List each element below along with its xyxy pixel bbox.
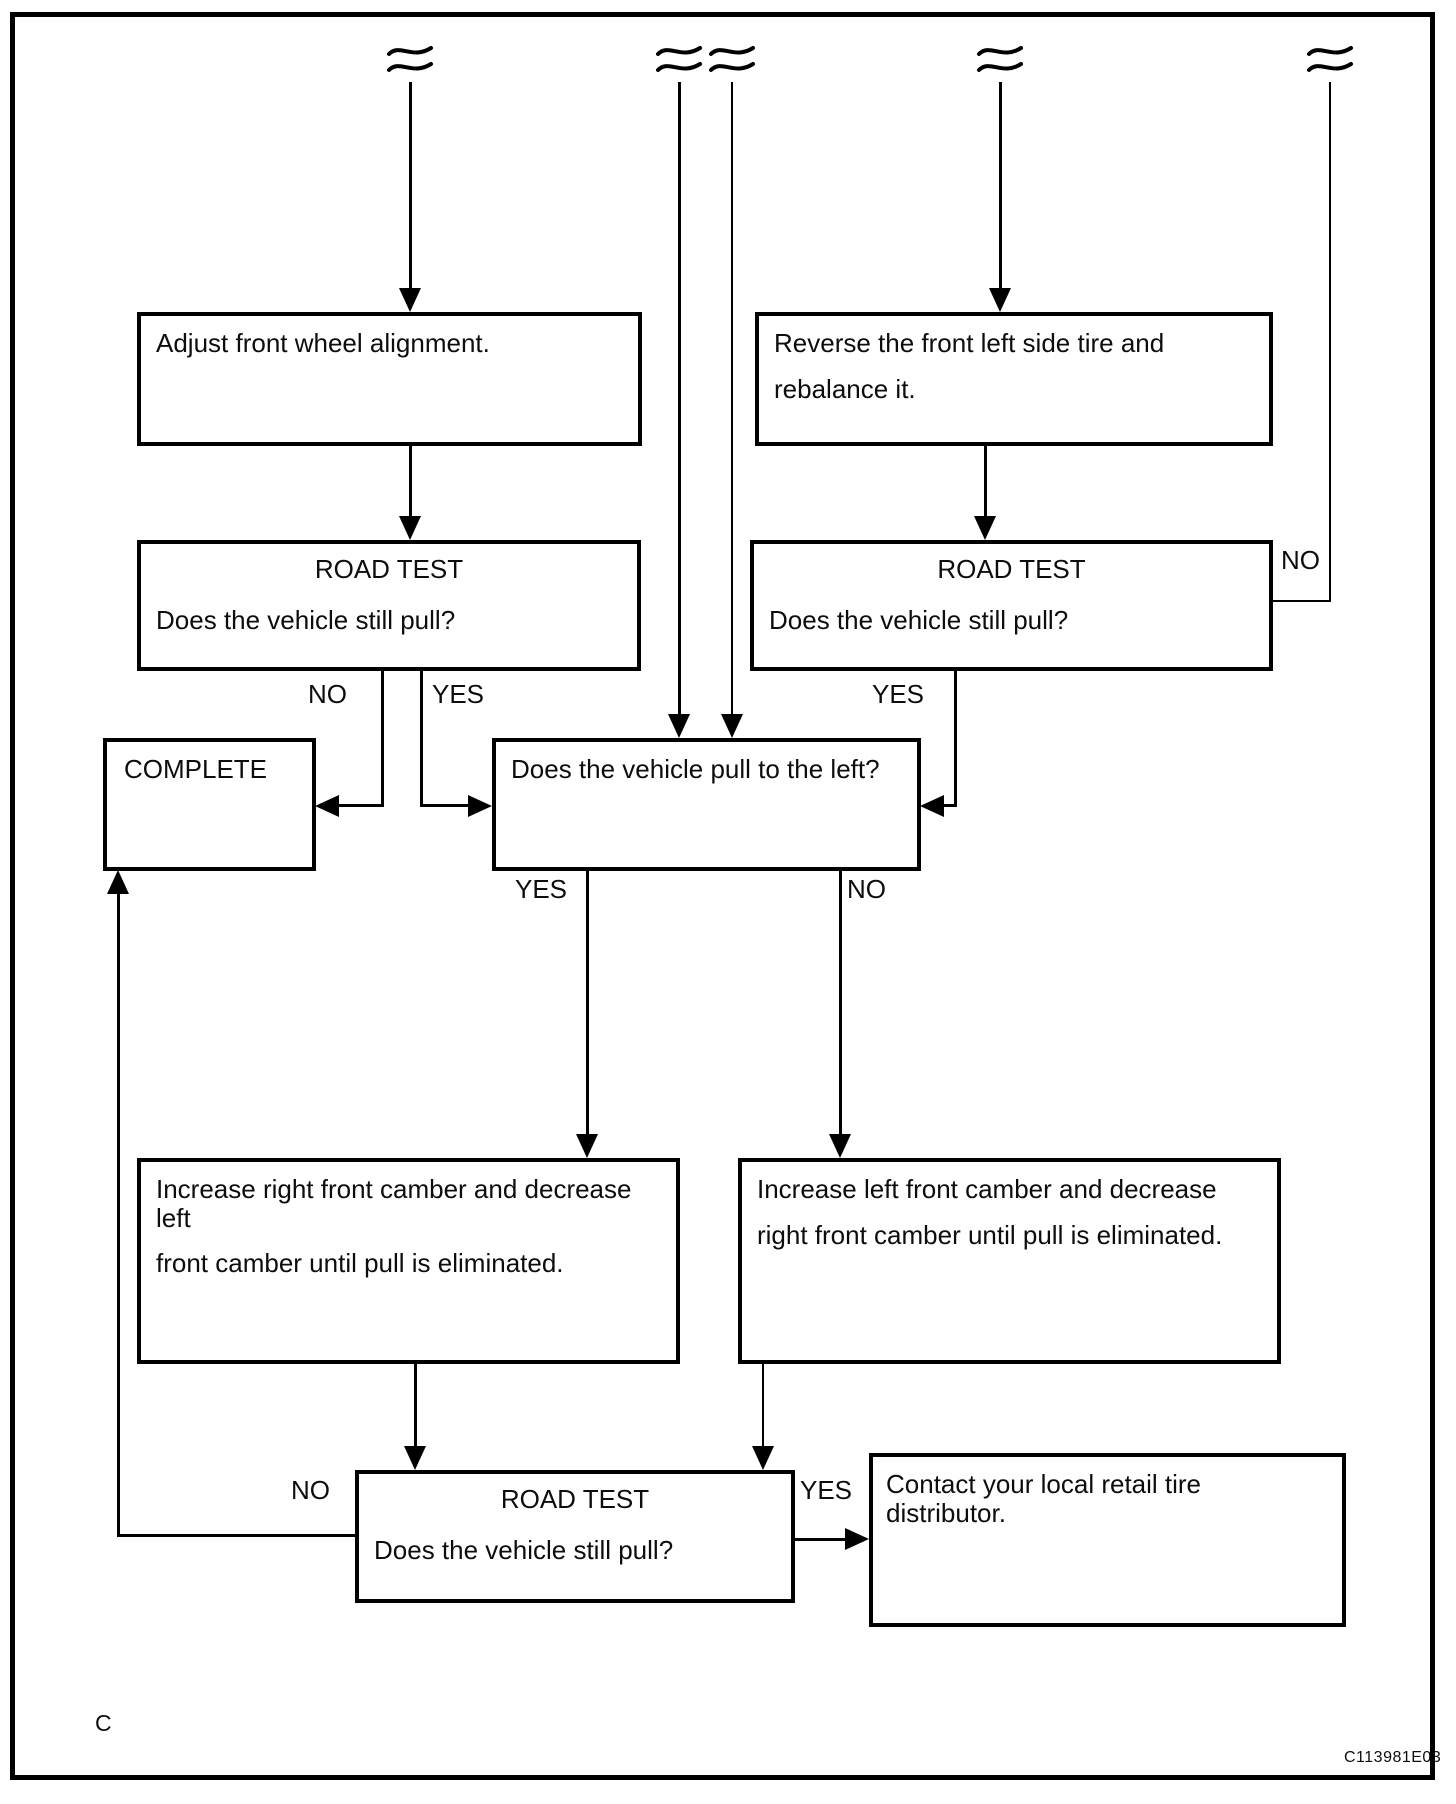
arrow-down-icon xyxy=(829,1134,851,1158)
edge-rtright-no xyxy=(1272,600,1331,602)
node-text: Increase right front camber and decrease… xyxy=(156,1174,632,1233)
edge-label-yes: YES xyxy=(432,679,485,709)
edge-rtright-no xyxy=(1329,82,1331,602)
node-reverse-tire: Reverse the front left side tire and reb… xyxy=(755,312,1273,446)
page-break-icon xyxy=(709,46,755,72)
page-break-icon xyxy=(977,46,1023,72)
arrow-down-icon xyxy=(974,516,996,540)
node-text: Contact your local retail tire distribut… xyxy=(886,1469,1202,1528)
node-road-test-left: ROAD TEST Does the vehicle still pull? xyxy=(137,540,641,671)
edge-rtleft-yes xyxy=(421,804,468,807)
edge-rtleft-no xyxy=(339,804,383,807)
arrow-down-icon xyxy=(989,288,1011,312)
arrow-down-icon xyxy=(668,714,690,738)
edge-label-no: NO xyxy=(308,679,347,709)
edge-rtbottom-no xyxy=(117,892,120,1537)
edge-label-yes: YES xyxy=(800,1475,853,1505)
edge-rtright-yes xyxy=(944,804,957,807)
edge-break-to-adjust xyxy=(409,82,412,290)
node-text: right front camber until pull is elimina… xyxy=(757,1219,1223,1250)
edge-break-to-pull-left-1 xyxy=(678,82,681,716)
arrow-down-icon xyxy=(404,1446,426,1470)
node-contact-distributor: Contact your local retail tire distribut… xyxy=(869,1453,1346,1627)
node-text: COMPLETE xyxy=(124,754,268,784)
page-marker: C xyxy=(95,1710,112,1736)
arrow-down-icon xyxy=(721,714,743,738)
arrow-left-icon xyxy=(315,795,339,817)
edge-camberleft-out xyxy=(414,1363,417,1448)
node-complete: COMPLETE xyxy=(103,738,316,871)
edge-rtbottom-yes xyxy=(794,1538,845,1541)
arrow-down-icon xyxy=(399,516,421,540)
arrow-right-icon xyxy=(845,1528,869,1550)
node-road-test-right: ROAD TEST Does the vehicle still pull? xyxy=(750,540,1273,671)
page-break-icon xyxy=(387,46,433,72)
edge-label-yes: YES xyxy=(515,874,568,904)
arrow-down-icon xyxy=(576,1134,598,1158)
edge-label-no: NO xyxy=(291,1475,330,1505)
node-question: Does the vehicle still pull? xyxy=(374,1534,674,1565)
edge-camberright-out xyxy=(762,1363,764,1448)
edge-break-to-pull-left-2 xyxy=(731,82,733,716)
node-road-test-bottom: ROAD TEST Does the vehicle still pull? xyxy=(355,1470,795,1603)
edge-label-no: NO xyxy=(1281,545,1320,575)
node-text: Does the vehicle pull to the left? xyxy=(511,754,880,784)
edge-rtleft-no xyxy=(381,670,384,807)
page-border xyxy=(10,12,1435,1780)
node-question: Does the vehicle still pull? xyxy=(156,604,456,635)
node-title: ROAD TEST xyxy=(937,554,1086,584)
page-break-icon xyxy=(656,46,702,72)
node-text: Adjust front wheel alignment. xyxy=(156,328,490,358)
node-camber-right: Increase left front camber and decrease … xyxy=(738,1158,1281,1364)
node-text: Increase left front camber and decrease xyxy=(757,1174,1217,1204)
edge-pull-yes xyxy=(586,870,589,1136)
arrow-up-icon xyxy=(107,870,129,894)
node-text: Reverse the front left side tire and xyxy=(774,328,1165,358)
node-title: ROAD TEST xyxy=(314,554,464,584)
node-text: rebalance it. xyxy=(774,373,916,404)
edge-reverse-to-roadtest-right xyxy=(984,445,987,518)
edge-break-to-reverse xyxy=(999,82,1002,290)
page-break-icon xyxy=(1307,46,1353,72)
edge-label-no: NO xyxy=(847,874,886,904)
node-adjust-alignment: Adjust front wheel alignment. xyxy=(137,312,642,446)
edge-label-yes: YES xyxy=(872,679,925,709)
node-question: Does the vehicle still pull? xyxy=(769,604,1069,635)
node-camber-left: Increase right front camber and decrease… xyxy=(137,1158,680,1364)
edge-pull-no xyxy=(839,870,842,1136)
figure-id: C113981E03 xyxy=(1344,1749,1442,1766)
arrow-down-icon xyxy=(399,288,421,312)
node-pull-to-left: Does the vehicle pull to the left? xyxy=(492,738,921,871)
arrow-down-icon xyxy=(752,1446,774,1470)
node-text: front camber until pull is eliminated. xyxy=(156,1248,564,1279)
edge-rtbottom-no xyxy=(118,1534,355,1537)
node-title: ROAD TEST xyxy=(500,1484,650,1514)
arrow-left-icon xyxy=(920,795,944,817)
edge-rtleft-yes xyxy=(420,670,423,807)
edge-rtright-yes xyxy=(954,670,957,807)
arrow-right-icon xyxy=(468,795,492,817)
edge-adjust-to-roadtest-left xyxy=(409,445,412,518)
